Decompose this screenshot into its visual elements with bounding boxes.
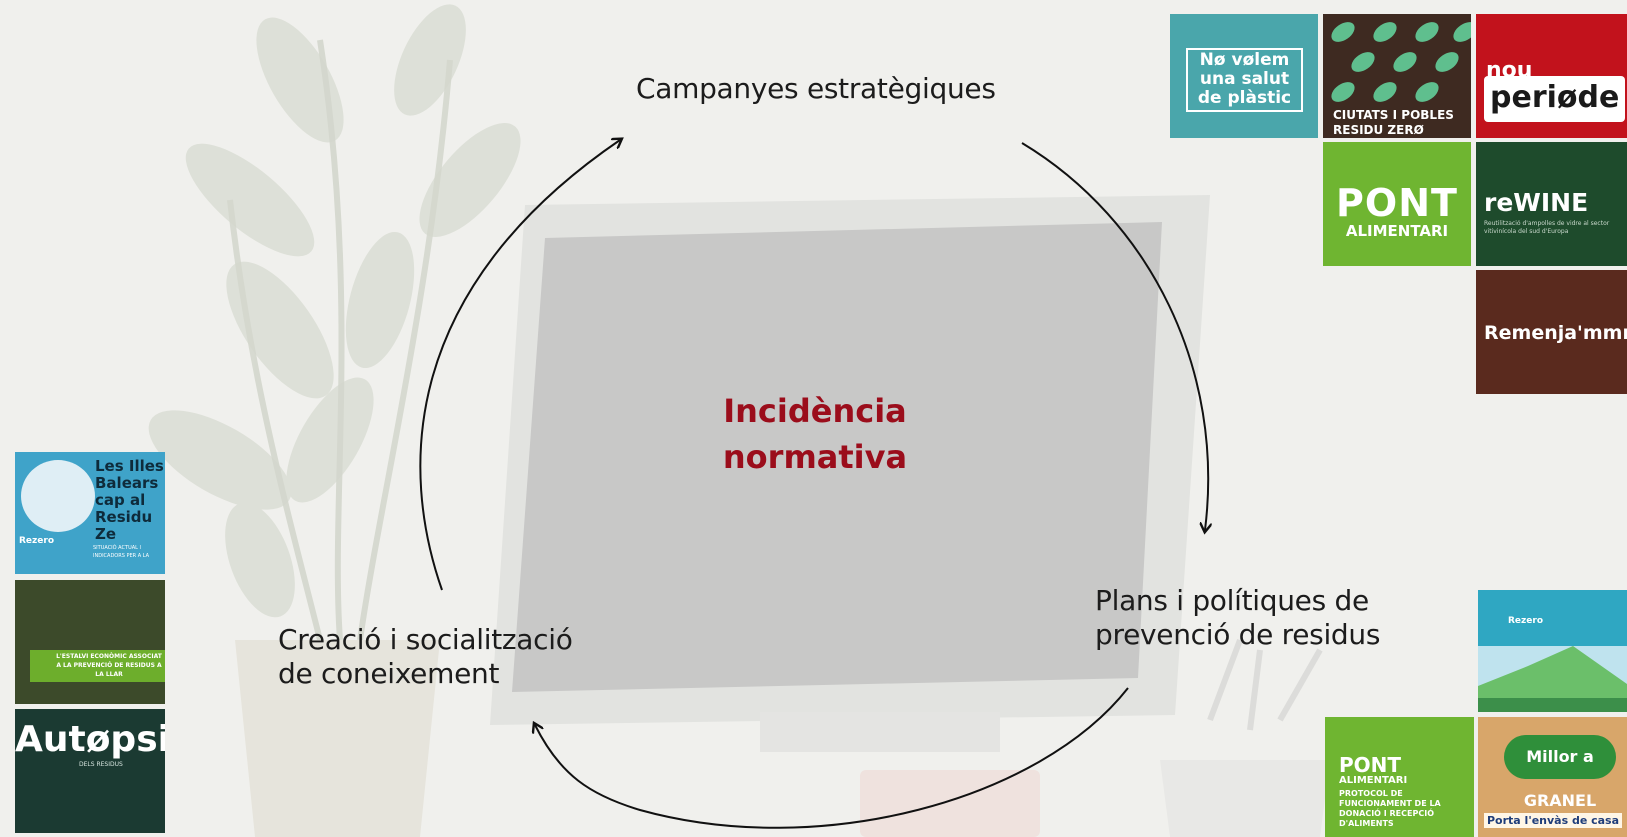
autopsia-title: Autøpsia <box>15 719 165 760</box>
pont-title: PONT <box>1336 181 1458 225</box>
granel-badge: Millor a GRANEL <box>1504 735 1616 810</box>
pont-subtitle: ALIMENTARI <box>1345 222 1449 240</box>
protocol-title: PONT ALIMENTARI <box>1339 755 1407 787</box>
rewine-title: reWINE <box>1484 188 1589 217</box>
guia-brand: Rezero <box>1508 616 1543 626</box>
no-volem-line1: Nø vølem <box>1199 50 1290 70</box>
granel-badge-line2: GRANEL <box>1523 791 1597 810</box>
campaign-tile-pont-alimentari[interactable]: PONT ALIMENTARI <box>1323 142 1471 266</box>
campaign-tile-remenjamm[interactable]: Remenja'mmm <box>1476 270 1627 394</box>
illes-title-line3: cap al <box>95 491 146 509</box>
illes-title-line4: Residu Ze <box>95 508 153 543</box>
ciutats-line2: RESIDU ZERØ <box>1333 123 1424 137</box>
publication-protocol-pont-alimentari[interactable]: PONT ALIMENTARI PROTOCOL DE FUNCIONAMENT… <box>1325 717 1474 837</box>
campaign-tile-rewine[interactable]: reWINE Reutilització d'ampolles de vidre… <box>1476 142 1627 266</box>
cycle-step-campaigns: Campanyes estratègiques <box>636 72 996 105</box>
no-volem-line3: de plàstic <box>1197 88 1292 108</box>
rewine-description: Reutilització d'ampolles de vidre al sec… <box>1484 220 1610 235</box>
illes-brand: Rezero <box>19 536 54 546</box>
arrow-top-to-right <box>1021 142 1208 530</box>
illes-subtitle: SITUACIÓ ACTUAL I INDICADORS PER A LA <box>93 545 150 559</box>
center-title-line2: normativa <box>722 438 908 476</box>
estalvi-title: L'ESTALVI ECONÒMIC ASSOCIAT A LA PREVENC… <box>56 653 162 678</box>
ciutats-line1: CIUTATS I POBLES <box>1333 108 1454 122</box>
ciutats-pattern <box>1331 22 1471 102</box>
no-volem-line2: una salut <box>1199 69 1290 89</box>
illes-title-line2: Balears <box>95 474 159 492</box>
campaign-tile-no-volem[interactable]: Nø vølem una salut de plàstic <box>1170 14 1318 138</box>
illes-title: Les Illes Balears cap al Residu Ze <box>95 458 165 543</box>
protocol-title-line1: PONT <box>1339 753 1402 777</box>
protocol-title-line2: ALIMENTARI <box>1339 775 1408 786</box>
publication-illes-balears[interactable]: Les Illes Balears cap al Residu Ze Rezer… <box>15 452 165 574</box>
campaign-tile-ciutats-residu-zero[interactable]: CIUTATS I POBLES RESIDU ZERØ <box>1323 14 1471 138</box>
mountain-illustration <box>1478 646 1627 712</box>
ciutats-text: CIUTATS I POBLES RESIDU ZERØ <box>1333 108 1469 138</box>
center-title-line1: Incidència <box>723 392 907 430</box>
nou-periode-bottom: periøde <box>1484 76 1625 122</box>
illes-title-line1: Les Illes <box>95 457 164 475</box>
speech-bubble-graphic <box>21 460 95 532</box>
granel-badge-line1: Millor a <box>1526 747 1594 766</box>
autopsia-subtitle: DELS RESIDUS <box>79 761 123 768</box>
arrow-left-to-top <box>419 140 620 591</box>
arrow-right-to-left <box>535 687 1129 829</box>
cycle-step-knowledge-line1: Creació i socialització <box>278 623 573 656</box>
cycle-step-plans: Plans i polítiques de prevenció de resid… <box>1095 584 1380 652</box>
publication-millor-a-granel[interactable]: Millor a GRANEL Porta l'envàs de casa <box>1478 717 1627 837</box>
cycle-step-knowledge: Creació i socialització de coneixement <box>278 623 573 691</box>
campaign-tile-nou-periode[interactable]: nou periøde <box>1476 14 1627 138</box>
no-volem-logo: Nø vølem una salut de plàstic <box>1186 48 1303 112</box>
estalvi-band <box>30 650 165 682</box>
publication-autopsia[interactable]: Autøpsia DELS RESIDUS <box>15 709 165 833</box>
cycle-center-title: Incidència normativa <box>700 388 930 480</box>
publication-guia-illustrated[interactable]: Rezero <box>1478 590 1627 712</box>
protocol-subtitle: PROTOCOL DE FUNCIONAMENT DE LA DONACIÓ I… <box>1339 789 1441 828</box>
cycle-step-knowledge-line2: de coneixement <box>278 657 500 690</box>
cycle-step-plans-line2: prevenció de residus <box>1095 618 1381 651</box>
cycle-step-plans-line1: Plans i polítiques de <box>1095 584 1369 617</box>
granel-tagline: Porta l'envàs de casa <box>1484 813 1623 828</box>
guia-header <box>1478 590 1627 646</box>
publication-estalvi-economic[interactable]: L'ESTALVI ECONÒMIC ASSOCIAT A LA PREVENC… <box>15 580 165 704</box>
remenjamm-title: Remenja'mmm <box>1484 322 1627 344</box>
